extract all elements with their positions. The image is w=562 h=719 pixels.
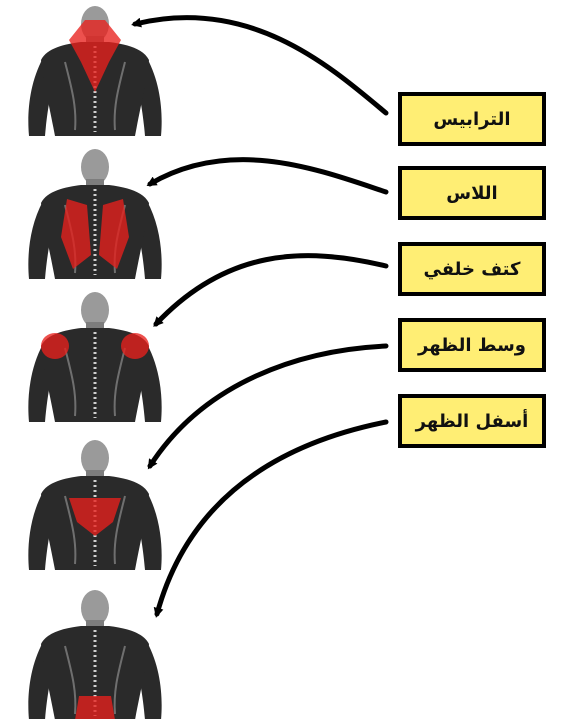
arrow-rear-delts: [153, 253, 389, 327]
muscle-contours: [64, 61, 126, 131]
label-box-lower-back: أسفل الظهر: [398, 394, 546, 448]
head: [81, 292, 109, 328]
highlight-lats: [61, 199, 91, 269]
highlight-rear-delts: [41, 333, 69, 359]
torso: [41, 328, 149, 422]
label-lower-back: أسفل الظهر: [415, 410, 529, 432]
label-box-lats: اللاس: [398, 166, 546, 220]
head: [81, 590, 109, 626]
muscle-contours: [64, 347, 126, 417]
label-rear-delts: كتف خلفي: [423, 258, 521, 280]
arrow-lower-back: [153, 419, 389, 618]
highlight-rear-delts: [121, 333, 149, 359]
back-figure-lats: [28, 149, 162, 279]
back-figure-middle-back: [28, 440, 162, 570]
label-middle-back: وسط الظهر: [418, 334, 526, 356]
highlight-middle-back: [69, 498, 121, 536]
highlight-lower-back: [75, 696, 115, 719]
muscle-contours: [64, 645, 126, 715]
back-figure-rear-delts: [28, 292, 162, 422]
label-box-trapezius: الترابيس: [398, 92, 546, 146]
head: [81, 440, 109, 476]
torso: [41, 626, 149, 719]
head: [81, 149, 109, 185]
label-lats: اللاس: [446, 182, 498, 204]
arrow-middle-back: [147, 343, 389, 470]
label-trapezius: الترابيس: [433, 108, 511, 130]
highlight-trapezius: [69, 20, 121, 92]
muscle-contours: [64, 495, 126, 565]
back-figure-lower-back: [28, 590, 162, 719]
label-box-middle-back: وسط الظهر: [398, 318, 546, 372]
back-figure-trapezius: [28, 6, 162, 136]
arrow-lats: [146, 157, 389, 195]
arrow-trapezius: [131, 15, 389, 116]
highlight-lats: [99, 199, 129, 269]
label-box-rear-delts: كتف خلفي: [398, 242, 546, 296]
